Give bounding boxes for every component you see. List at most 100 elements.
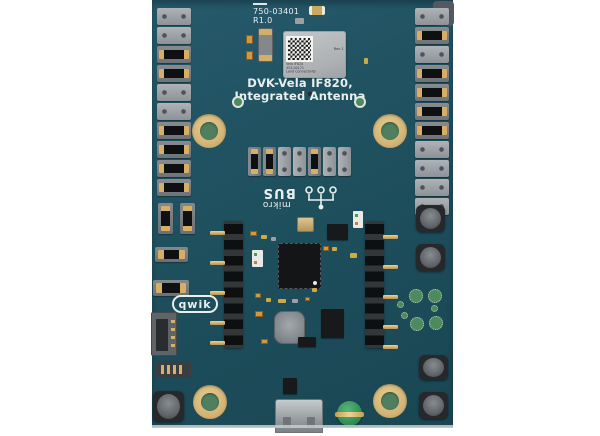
header-pin	[383, 345, 398, 349]
header-pin	[383, 325, 398, 329]
fuse-component	[309, 6, 325, 15]
module-name: Vela IF820	[286, 62, 304, 67]
jumper-cap	[155, 247, 188, 262]
jumper-empty	[157, 27, 191, 44]
jumper-cap	[248, 147, 261, 176]
jumper-cap	[157, 46, 191, 63]
jumper-empty	[278, 147, 291, 176]
middle-jumper-row	[248, 147, 351, 176]
esd-protection	[283, 378, 297, 394]
green-disc-marker	[335, 401, 364, 426]
mikrobus-header-left	[224, 221, 243, 348]
header-pin	[383, 265, 398, 269]
jumper-cap	[415, 27, 449, 44]
jumper-cap	[157, 179, 191, 196]
module-pn: 453-00171	[286, 66, 304, 70]
dev-board: 750-03401 R1.0 ➤ Vela IF820 453-00171 La…	[151, 0, 454, 433]
led-component	[252, 250, 263, 267]
qr-code-label	[286, 36, 313, 62]
crystal	[297, 217, 314, 232]
jumper-cap	[415, 65, 449, 82]
mounting-hole	[193, 385, 227, 419]
capacitor	[255, 293, 261, 298]
small-connector	[258, 28, 273, 62]
jumper-cap	[308, 147, 321, 176]
board-title-line1: DVK-Vela IF820,	[247, 76, 353, 90]
jumper-empty	[415, 179, 449, 196]
resistor	[295, 18, 304, 24]
module-vendor: Laird Connectivity	[286, 69, 316, 74]
resistor	[271, 237, 276, 241]
resistor	[292, 299, 298, 303]
resistor	[332, 247, 337, 251]
resistor	[300, 92, 305, 96]
test-pad	[354, 96, 366, 108]
jumper-empty	[415, 46, 449, 63]
via-pad	[397, 301, 404, 308]
via-pad	[410, 317, 424, 331]
header-pin	[210, 341, 225, 345]
qwik-logo: qwik	[172, 295, 218, 313]
header-pin	[210, 321, 225, 325]
right-jumper-column	[413, 8, 451, 217]
push-button	[419, 392, 448, 419]
jumper-empty	[293, 147, 306, 176]
jumper-empty	[415, 160, 449, 177]
capacitor	[255, 311, 263, 317]
revision-text: R1.0	[253, 16, 273, 25]
jumper-cap	[157, 122, 191, 139]
push-button	[419, 355, 448, 380]
via-pad	[409, 289, 423, 303]
module-rev: Rev 1	[333, 47, 344, 52]
qwiic-connector	[151, 312, 177, 356]
board-part-number: 750-03401 R1.0	[253, 7, 299, 25]
header-pin	[210, 291, 225, 295]
rf-module: Vela IF820 453-00171 Laird Connectivity …	[283, 31, 346, 78]
pad	[364, 58, 368, 64]
transistor	[298, 337, 316, 347]
bottom-left-connector	[155, 361, 191, 378]
jumper-cap	[415, 84, 449, 101]
jumper-empty	[157, 8, 191, 25]
via-pad	[431, 305, 438, 312]
ic-chip	[321, 309, 344, 338]
module-label-text: Vela IF820 453-00171 Laird Connectivity	[286, 63, 345, 74]
jumper-cap	[415, 103, 449, 120]
jumper-cap	[157, 141, 191, 158]
capacitor	[250, 231, 257, 236]
board-title: DVK-Vela IF820, Integrated Antenna	[200, 77, 400, 102]
resistor	[261, 235, 267, 239]
usb-micro-connector	[275, 399, 323, 433]
jumper-empty	[157, 103, 191, 120]
silkscreen-line	[253, 3, 267, 5]
resistor	[350, 253, 357, 258]
jumper-cap	[157, 160, 191, 177]
jumper-empty	[415, 141, 449, 158]
header-pin	[210, 231, 225, 235]
jumper-cap	[180, 203, 195, 234]
capacitor	[246, 35, 253, 44]
jumper-empty	[415, 8, 449, 25]
capacitor	[323, 246, 329, 251]
capacitor	[261, 339, 268, 344]
via-pad	[401, 312, 408, 319]
header-pin	[383, 235, 398, 239]
led-component	[353, 211, 363, 228]
push-button	[416, 205, 445, 232]
via-pad	[429, 316, 443, 330]
resistor	[312, 288, 317, 292]
jumper-cap	[153, 280, 189, 296]
jumper-empty	[323, 147, 336, 176]
jumper-cap	[415, 122, 449, 139]
main-ic-qfn	[278, 243, 321, 289]
jumper-empty	[338, 147, 351, 176]
mikrobus-header-right	[365, 221, 384, 348]
test-pad	[232, 96, 244, 108]
ic-chip	[327, 224, 348, 240]
jumper-cap	[158, 203, 173, 234]
push-button	[416, 244, 445, 271]
jumper-cap	[157, 65, 191, 82]
mikrobus-logo: mikro BUS	[247, 181, 353, 213]
resistor	[308, 92, 313, 96]
